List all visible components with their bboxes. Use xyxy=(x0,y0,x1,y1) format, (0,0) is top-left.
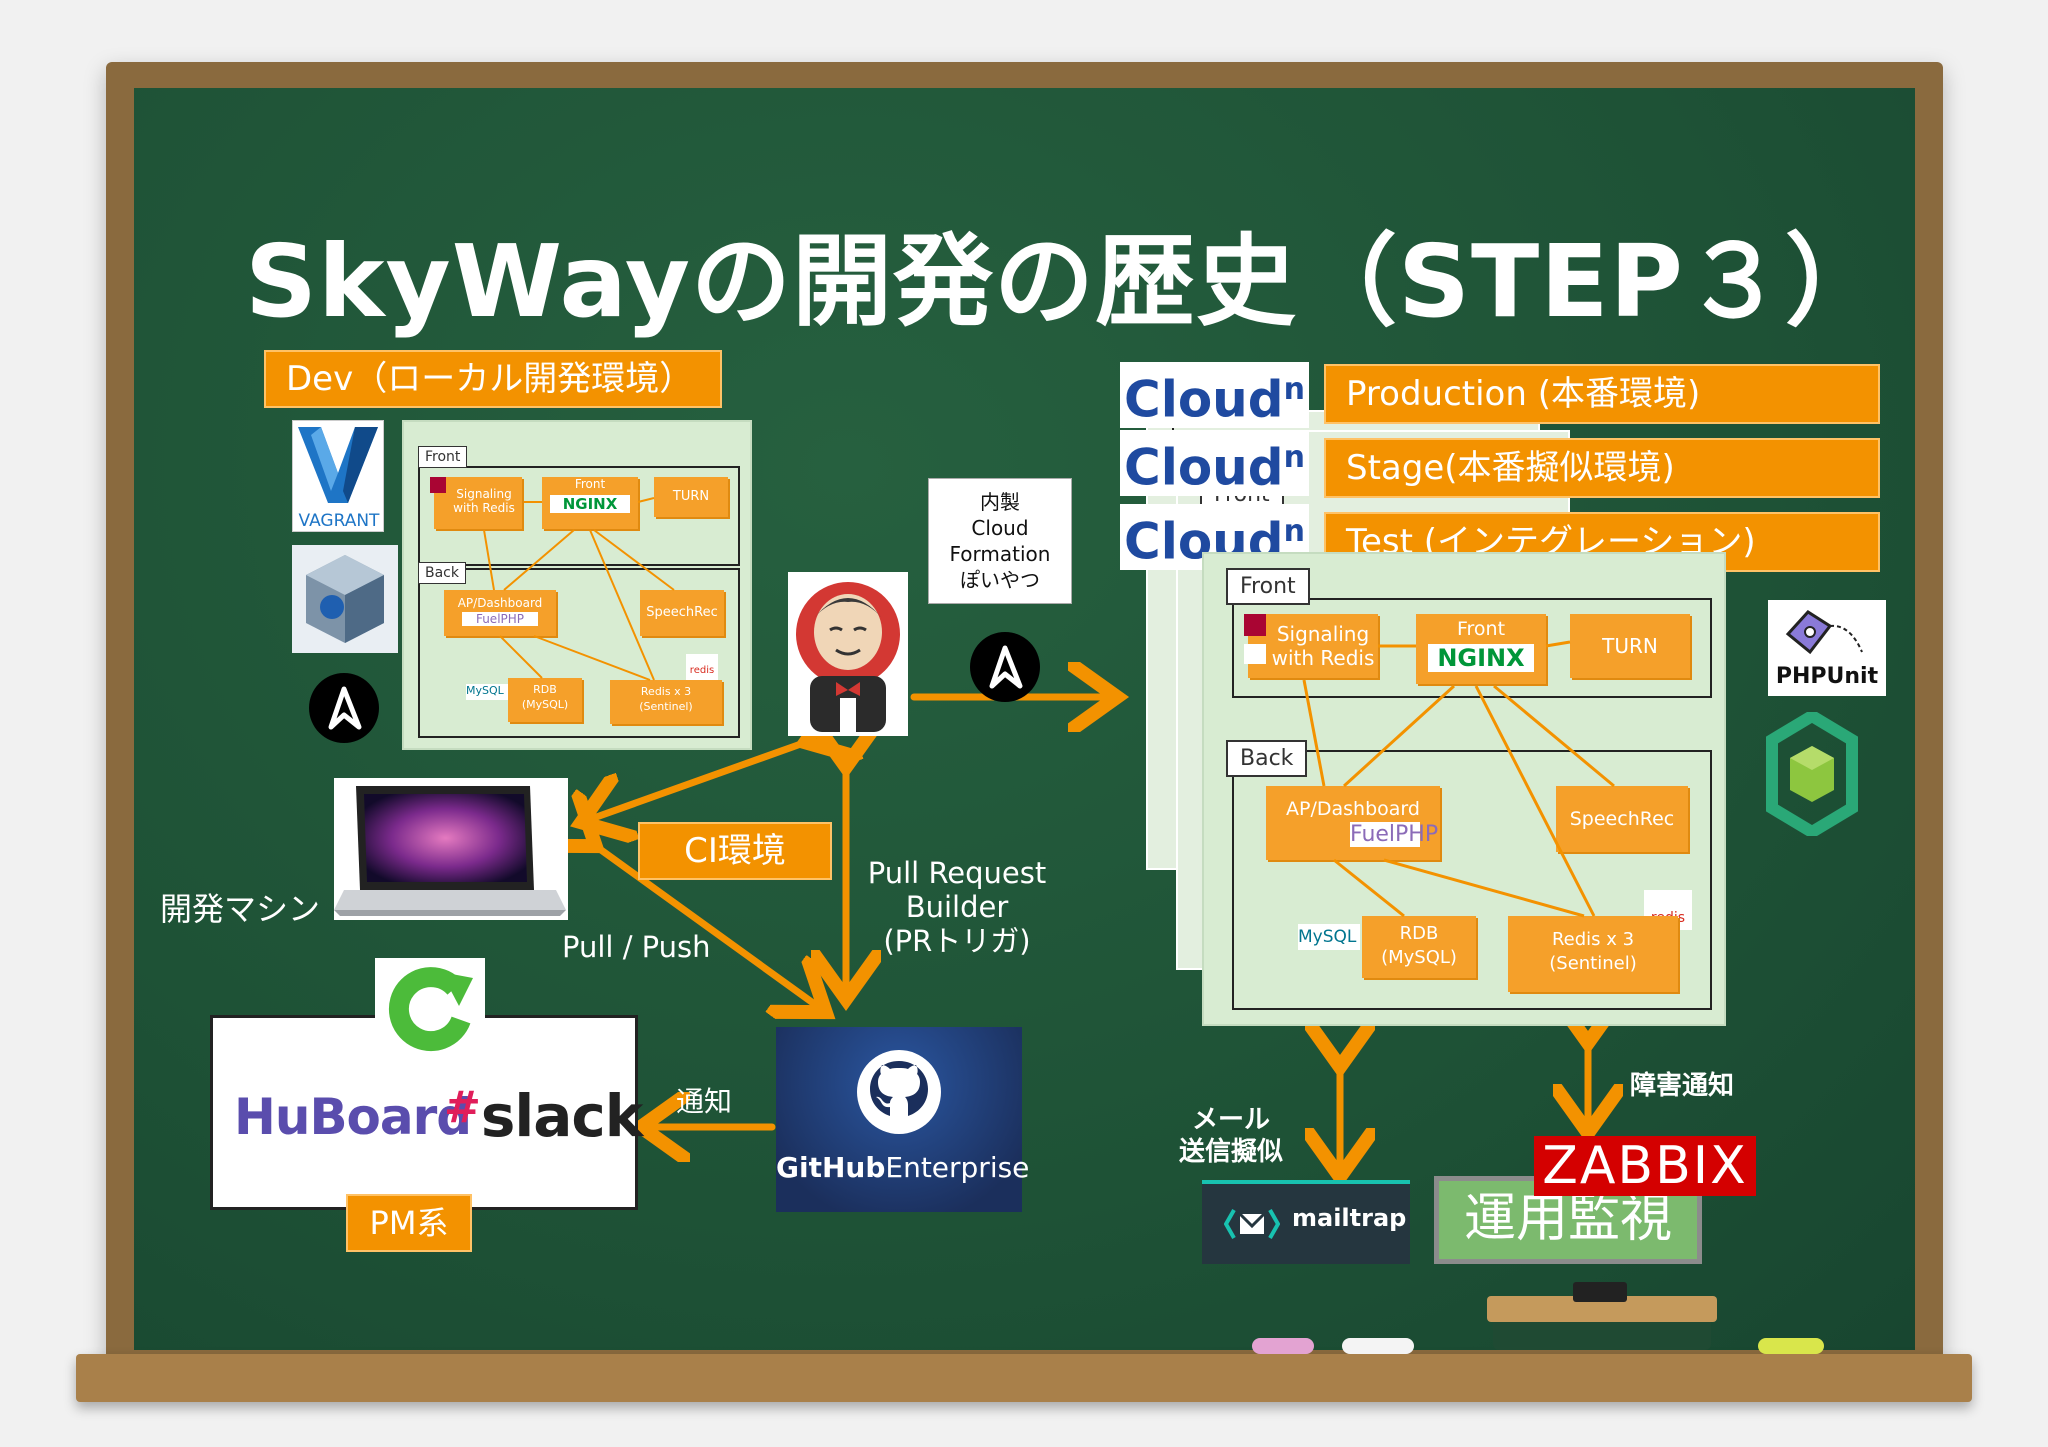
chalk-pink xyxy=(1252,1338,1314,1354)
virtualbox-cube-icon xyxy=(306,555,384,643)
pull-request-label: Pull Request Builder (PRトリガ) xyxy=(867,856,1047,958)
alert-notify-label: 障害通知 xyxy=(1630,1071,1735,1101)
huboard-logo: HuBoard xyxy=(234,1088,472,1146)
nginx-logo: NGINX xyxy=(1428,644,1534,672)
refresh-icon xyxy=(388,967,473,1052)
dev-speechrec-box: SpeechRec xyxy=(640,590,724,636)
dev-redis-box: Redis x 3 (Sentinel) xyxy=(610,680,722,724)
slack-logo: #slack xyxy=(444,1082,643,1150)
phpunit-logo: PHPUnit xyxy=(1768,600,1886,696)
cloudformation-note: 内製 Cloud Formation ぽいやつ xyxy=(928,478,1072,604)
phpunit-flask-icon xyxy=(1785,610,1863,655)
cloudn-logo-stage: Cloudn xyxy=(1120,430,1309,496)
mail-sim-label: メール 送信擬似 xyxy=(1178,1105,1283,1167)
dev-laptop xyxy=(334,778,568,920)
page-title: SkyWayの開発の歴史（STEP３） xyxy=(245,223,1886,340)
arrow-jenkins-laptop xyxy=(588,740,812,820)
dev-machine-label: 開発マシン xyxy=(160,890,321,928)
vagrant-wordmark: VAGRANT xyxy=(298,511,380,531)
dev-back-tag: Back xyxy=(418,562,466,584)
production-label: Production (本番環境) xyxy=(1324,364,1880,424)
env-signaling-box: Signaling with Redis xyxy=(1244,614,1378,678)
dev-front-nginx-box: Front NGINX xyxy=(542,477,638,529)
env-architecture-panel: Front Signaling with Redis Front NGINX T… xyxy=(1202,552,1726,1026)
env-speechrec-box: SpeechRec xyxy=(1556,786,1688,852)
dev-architecture-panel: Front Signaling with Redis Front NGINX T… xyxy=(402,420,752,750)
ci-label: CI環境 xyxy=(638,822,832,880)
env-ap-dashboard-box: AP/Dashboard FuelPHP xyxy=(1266,786,1440,860)
refresh-icon-box xyxy=(375,958,485,1062)
serverspec-hexagon-icon xyxy=(1764,709,1860,839)
slack-hash-icon: # xyxy=(444,1082,481,1133)
dev-internal-arrows xyxy=(483,497,675,681)
env-turn-box: TURN xyxy=(1570,614,1690,678)
stage-label: Stage(本番擬似環境) xyxy=(1324,438,1880,498)
fuelphp-logo: FuelPHP xyxy=(1350,822,1439,847)
env-front-nginx-box: Front NGINX xyxy=(1416,614,1546,684)
pm-label: PM系 xyxy=(346,1194,472,1252)
vagrant-v-icon xyxy=(298,427,378,503)
notify-label: 通知 xyxy=(676,1085,733,1118)
env-back-group xyxy=(1232,750,1712,1010)
env-front-tag: Front xyxy=(1226,568,1310,605)
github-enterprise-logo: GitHubEnterprise xyxy=(776,1027,1030,1212)
fuelphp-logo: FuelPHP xyxy=(462,612,538,626)
phpunit-wordmark: PHPUnit xyxy=(1775,664,1879,689)
redis-mini-icon xyxy=(1244,644,1266,664)
env-back-tag: Back xyxy=(1226,740,1308,777)
mailtrap-logo: mailtrap xyxy=(1202,1180,1410,1264)
dev-turn-box: TURN xyxy=(654,477,728,517)
nginx-logo: NGINX xyxy=(550,495,630,513)
dev-ap-dashboard-box: AP/Dashboard FuelPHP xyxy=(444,590,556,636)
chalk-white xyxy=(1342,1338,1414,1354)
erlang-icon xyxy=(1244,614,1266,636)
dev-front-group xyxy=(418,466,740,566)
zabbix-logo: ZABBIX xyxy=(1534,1136,1756,1196)
pull-push-label: Pull / Push xyxy=(562,930,711,964)
octocat-icon xyxy=(857,1050,941,1134)
mail-envelope-icon xyxy=(1224,1209,1280,1239)
ansible-icon xyxy=(309,673,379,743)
ops-monitor-label: 運用監視 xyxy=(1463,1189,1672,1249)
mysql-logo: MySQL xyxy=(466,684,508,700)
vagrant-logo: VAGRANT xyxy=(292,420,384,532)
env-redis-box: Redis x 3 (Sentinel) xyxy=(1508,916,1678,992)
env-front-group xyxy=(1232,598,1712,698)
eraser xyxy=(1487,1282,1717,1352)
dev-back-group xyxy=(418,568,740,738)
dev-label: Dev（ローカル開発環境） xyxy=(264,350,722,408)
redis-logo: redis xyxy=(686,654,718,680)
arrow-laptop-github xyxy=(590,842,820,1008)
ansible-deploy-icon xyxy=(970,632,1040,702)
dev-signaling-box: Signaling with Redis xyxy=(430,477,522,529)
cloudn-logo-production: Cloudn xyxy=(1120,362,1309,428)
laptop-icon xyxy=(334,786,566,916)
mailtrap-wordmark: mailtrap xyxy=(1292,1204,1407,1232)
github-wordmark: GitHubEnterprise xyxy=(776,1151,1030,1184)
mysql-logo: MySQL xyxy=(1298,924,1360,950)
dev-rdb-box: RDB (MySQL) xyxy=(508,678,582,722)
jenkins-logo xyxy=(788,572,908,736)
chalk-yellow xyxy=(1758,1338,1824,1354)
virtualbox-logo xyxy=(292,545,398,653)
erlang-icon xyxy=(430,477,446,493)
env-rdb-box: RDB (MySQL) xyxy=(1362,916,1476,978)
env-internal-arrows xyxy=(1302,640,1615,918)
chalk-ledge xyxy=(76,1354,1972,1402)
dev-front-tag: Front xyxy=(418,446,468,468)
jenkins-butler-icon xyxy=(796,582,900,732)
